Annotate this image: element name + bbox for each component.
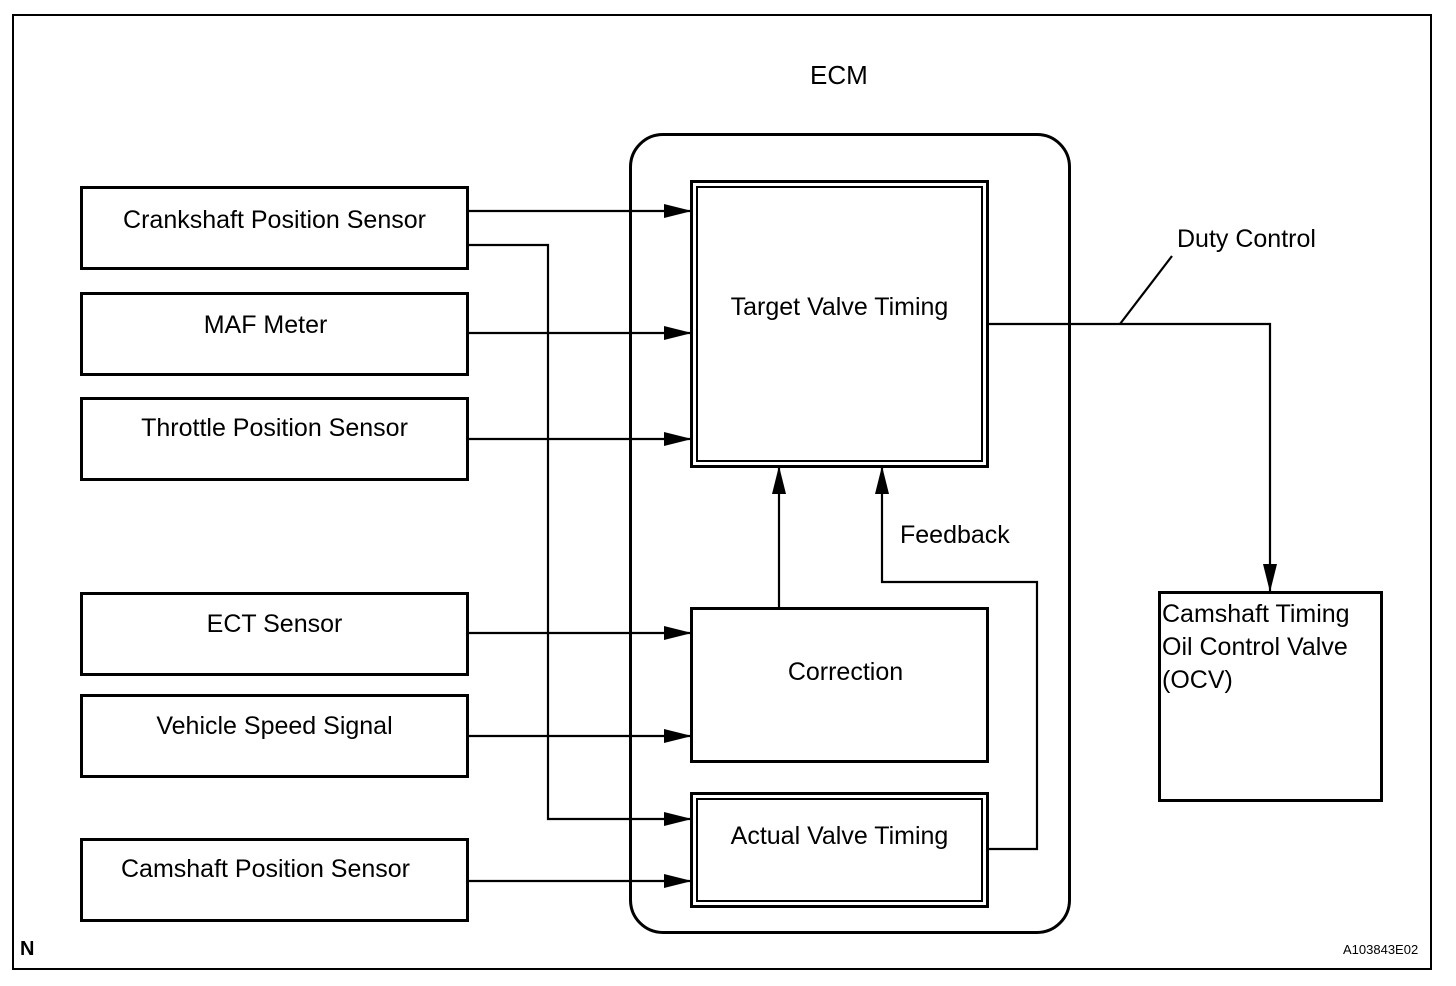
input-camshaft-position-sensor: Camshaft Position Sensor	[80, 838, 469, 922]
block-inner-border	[696, 798, 983, 902]
input-maf-meter: MAF Meter	[80, 292, 469, 376]
block-inner-border	[696, 186, 983, 462]
output-label-line1: Camshaft Timing	[1162, 600, 1350, 628]
output-label-line3: (OCV)	[1162, 666, 1233, 694]
arrow-feedback	[875, 466, 1039, 851]
input-label: Throttle Position Sensor	[141, 414, 408, 442]
arrow-crankshaft-to-actual	[469, 243, 692, 826]
input-label: Camshaft Position Sensor	[120, 855, 411, 883]
block-label: Target Valve Timing	[730, 293, 949, 321]
ecm-label: ECM	[810, 60, 868, 90]
corner-letter: N	[20, 938, 35, 960]
output-label-line2: Oil Control Valve	[1162, 633, 1348, 661]
input-ect-sensor: ECT Sensor	[80, 592, 469, 676]
ecm-container	[629, 133, 1071, 934]
input-label: Vehicle Speed Signal	[156, 712, 393, 740]
figure-code: A103843E02	[1343, 942, 1419, 957]
block-label: Correction	[787, 658, 904, 686]
input-throttle-position-sensor: Throttle Position Sensor	[80, 397, 469, 481]
block-label: Actual Valve Timing	[730, 822, 949, 850]
output-ocv: Camshaft Timing Oil Control Valve (OCV)	[1158, 591, 1383, 802]
arrow-duty-control	[988, 322, 1277, 592]
block-actual-valve-timing: Actual Valve Timing	[690, 792, 989, 908]
duty-control-leader	[1119, 255, 1173, 325]
duty-control-label: Duty Control	[1177, 225, 1316, 253]
input-crankshaft-position-sensor: Crankshaft Position Sensor	[80, 186, 469, 270]
input-label: Crankshaft Position Sensor	[123, 206, 426, 234]
block-target-valve-timing: Target Valve Timing	[690, 180, 989, 468]
input-label: ECT Sensor	[206, 610, 343, 638]
diagram-frame	[12, 14, 1432, 970]
input-label: MAF Meter	[203, 311, 328, 339]
feedback-label: Feedback	[900, 521, 1010, 549]
block-correction: Correction	[690, 607, 989, 763]
input-vehicle-speed-signal: Vehicle Speed Signal	[80, 694, 469, 778]
